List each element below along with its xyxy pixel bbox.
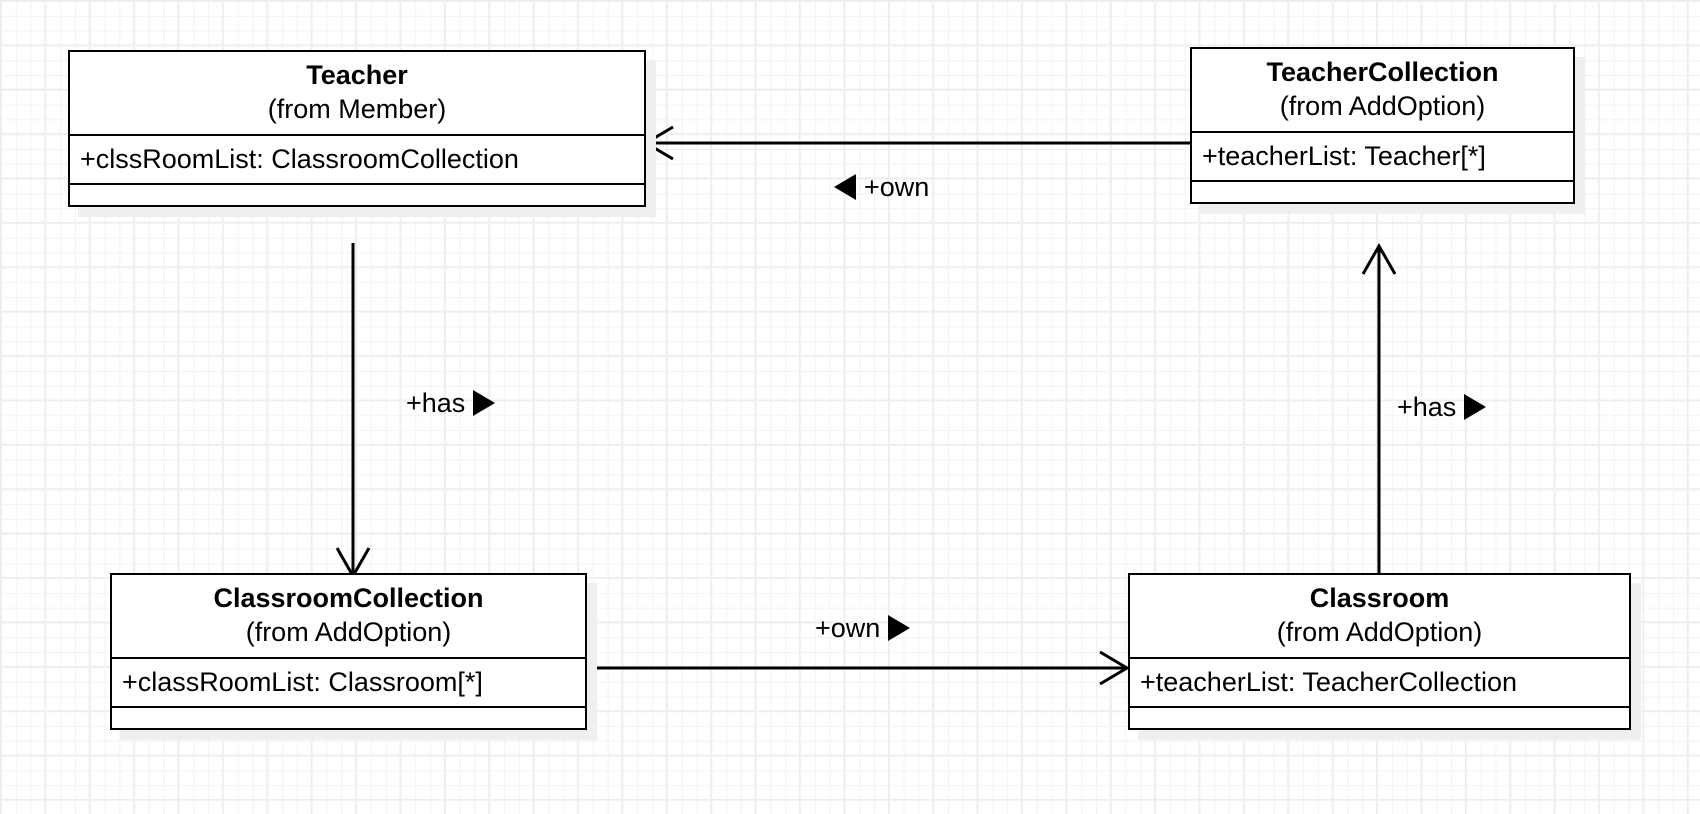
name-compartment: TeacherCollection (from AddOption) [1192, 49, 1573, 133]
uml-class-classroom-collection[interactable]: ClassroomCollection (from AddOption) +cl… [110, 573, 587, 730]
triangle-right-icon [473, 390, 496, 416]
association-label-text: +own [815, 613, 881, 643]
association-own-bottom [586, 650, 1130, 686]
uml-class-classroom[interactable]: Classroom (from AddOption) +teacherList:… [1128, 573, 1631, 730]
class-package: (from AddOption) [1276, 617, 1483, 647]
class-package: (from AddOption) [245, 617, 452, 647]
association-label-text: +own [864, 172, 930, 202]
attribute-row: +teacherList: Teacher[*] [1202, 141, 1486, 171]
uml-class-teacher[interactable]: Teacher (from Member) +clssRoomList: Cla… [68, 50, 646, 207]
association-label-text: +has [406, 388, 466, 418]
attribute-compartment: +clssRoomList: ClassroomCollection [70, 136, 644, 185]
triangle-right-icon [1464, 394, 1487, 420]
operation-compartment [112, 708, 585, 728]
class-name: ClassroomCollection [213, 583, 484, 613]
triangle-left-icon [834, 174, 856, 200]
attribute-row: +clssRoomList: ClassroomCollection [80, 144, 519, 174]
association-label-has-left: +has [406, 388, 496, 418]
association-label-text: +has [1397, 392, 1457, 422]
operation-compartment [70, 185, 644, 205]
class-name: Classroom [1309, 583, 1450, 613]
operation-compartment [1130, 708, 1629, 728]
association-has-right [1361, 242, 1397, 573]
association-label-has-right: +has [1397, 392, 1487, 422]
attribute-compartment: +teacherList: TeacherCollection [1130, 659, 1629, 708]
attribute-compartment: +teacherList: Teacher[*] [1192, 133, 1573, 182]
name-compartment: Teacher (from Member) [70, 52, 644, 136]
class-package: (from Member) [267, 94, 447, 124]
operation-compartment [1192, 182, 1573, 202]
class-name: TeacherCollection [1266, 57, 1499, 87]
triangle-right-icon [888, 615, 911, 641]
association-label-own-top: +own [834, 172, 929, 202]
class-name: Teacher [306, 60, 408, 90]
name-compartment: Classroom (from AddOption) [1130, 575, 1629, 659]
class-package: (from AddOption) [1279, 91, 1486, 121]
name-compartment: ClassroomCollection (from AddOption) [112, 575, 585, 659]
association-own-top [643, 125, 1190, 161]
attribute-compartment: +classRoomList: Classroom[*] [112, 659, 585, 708]
association-has-left [335, 243, 371, 580]
association-label-own-bottom: +own [815, 613, 911, 643]
uml-class-teacher-collection[interactable]: TeacherCollection (from AddOption) +teac… [1190, 47, 1575, 204]
attribute-row: +teacherList: TeacherCollection [1140, 667, 1517, 697]
attribute-row: +classRoomList: Classroom[*] [122, 667, 483, 697]
